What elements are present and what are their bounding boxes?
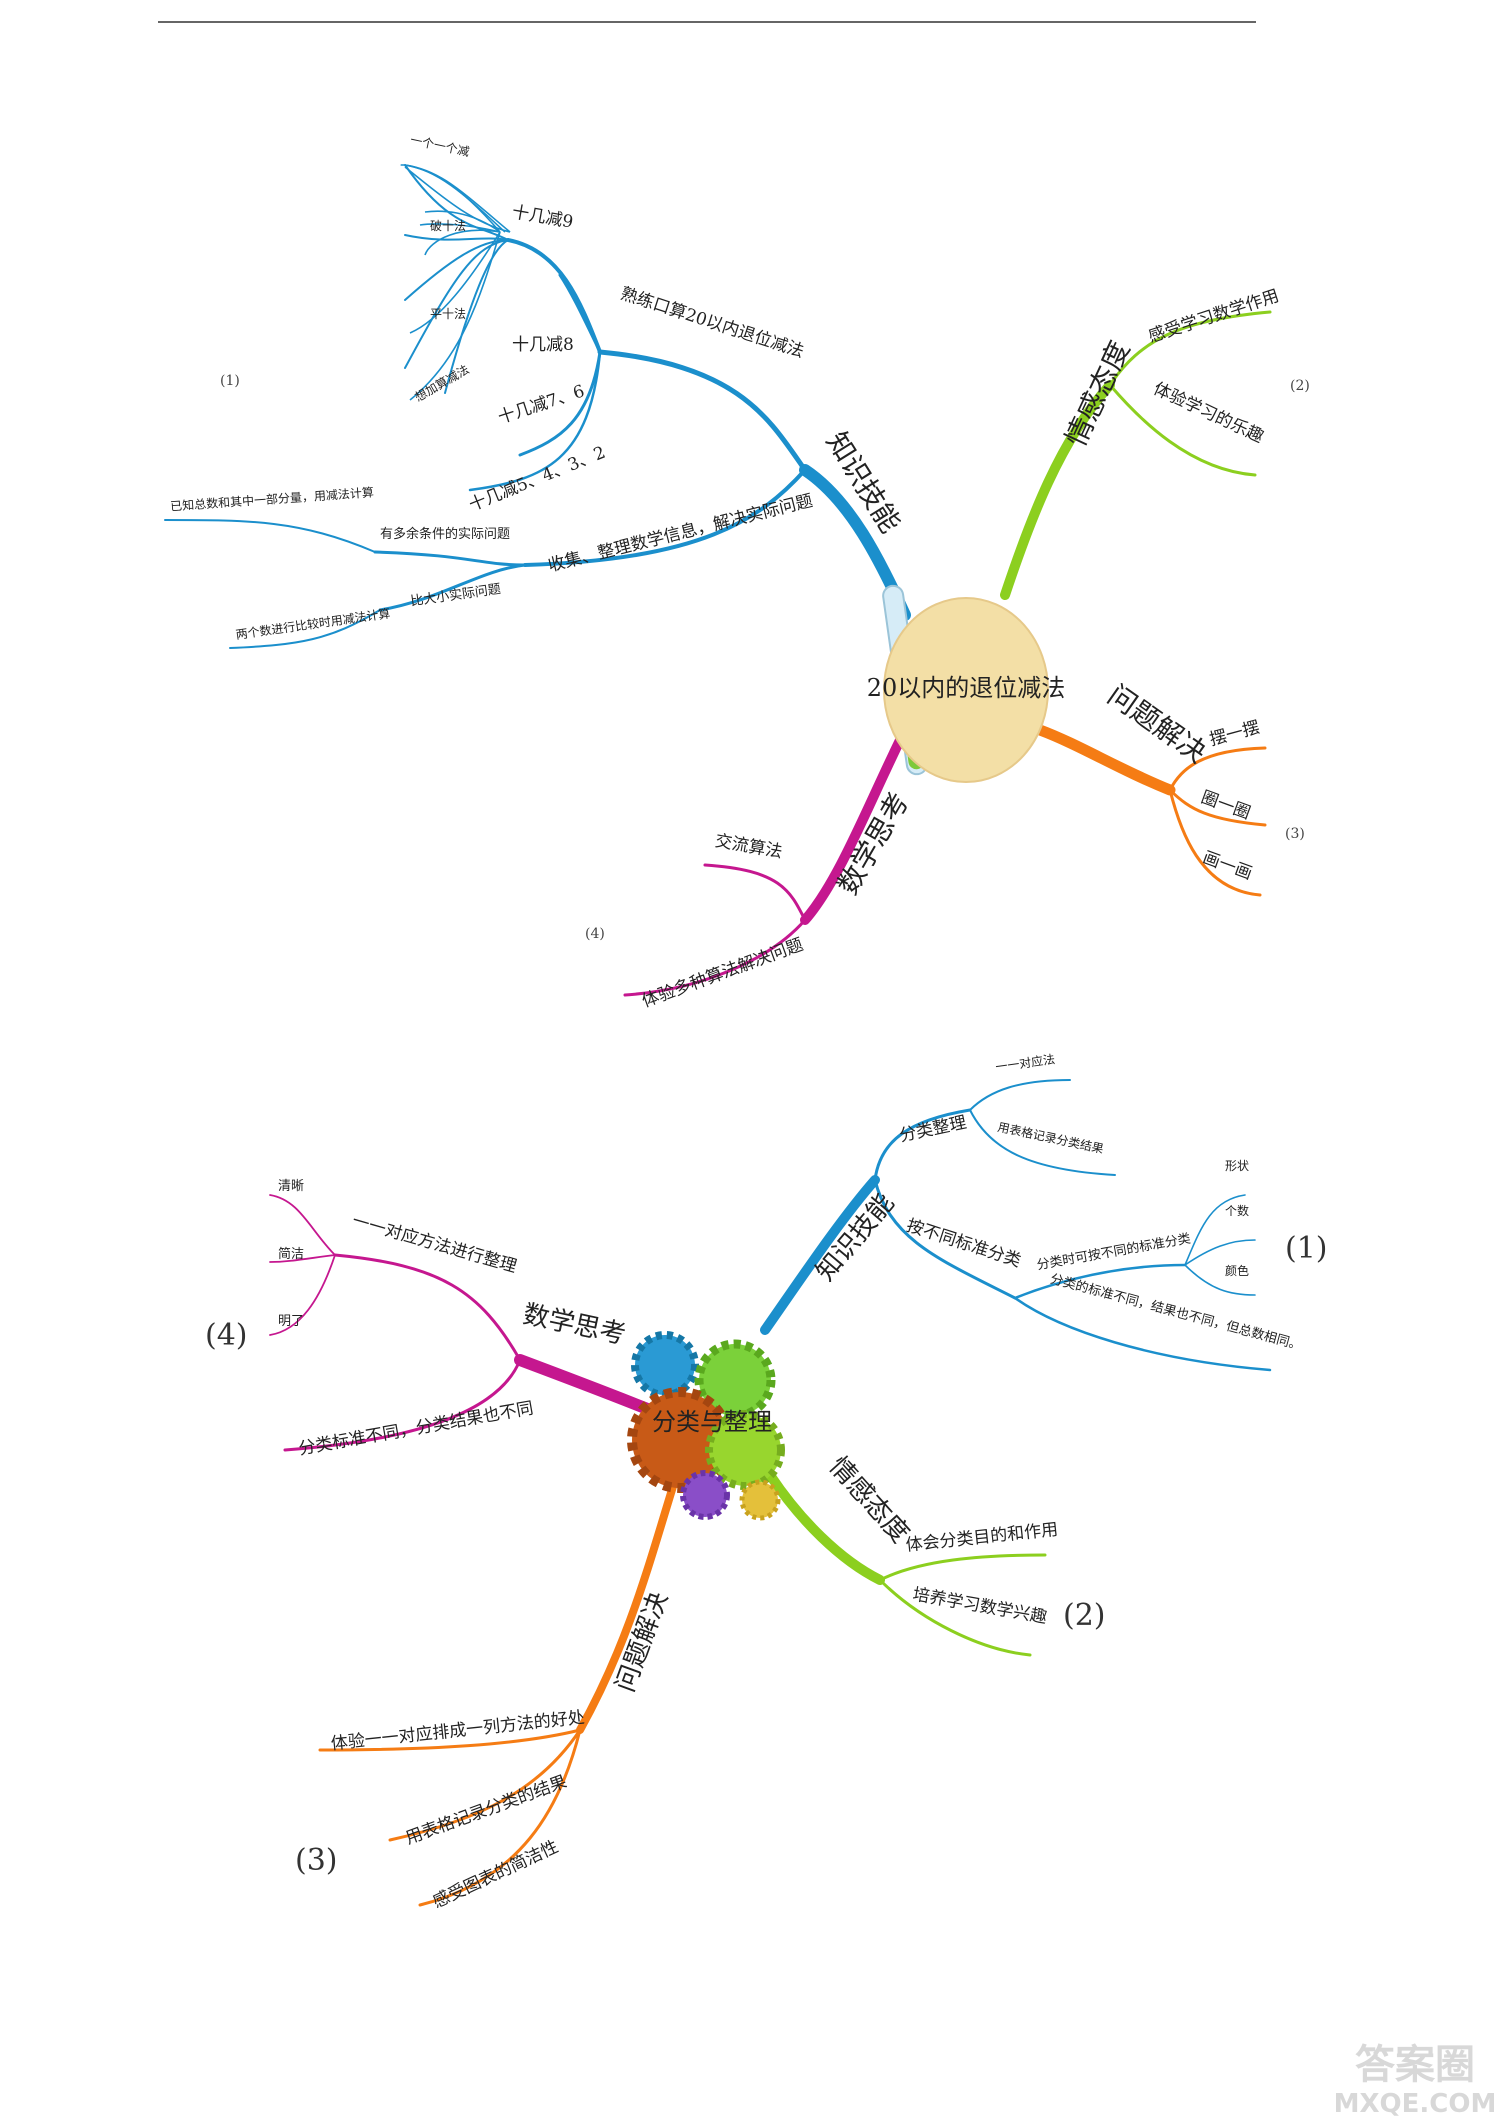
center-node-bubble — [883, 597, 1049, 783]
node2-one-to-one-arrange: 一一对应方法进行整理 — [350, 1211, 519, 1277]
node-flat-ten: 平十法 — [430, 307, 466, 321]
branch-knowledge: 知识技能 — [820, 426, 907, 538]
marker2-2: (2) — [1063, 1598, 1106, 1633]
node-ten-minus-5432: 十几减5、4、3、2 — [466, 443, 608, 516]
knowledge2-branch-lines — [760, 1079, 1272, 1372]
node-one-by-one: 一个一个减 — [409, 133, 471, 159]
node2-by-standard: 按不同标准分类 — [904, 1216, 1023, 1272]
watermark: 答案圈 MXQE.COM — [1334, 2042, 1497, 2119]
emotion2-branch-lines — [765, 1470, 1047, 1657]
branch2-emotion: 情感态度 — [823, 1452, 915, 1549]
node-multiple: 体验多种算法解决问题 — [639, 935, 806, 1012]
marker2-3: (3) — [295, 1843, 338, 1878]
node-feel-role: 感受学习数学作用 — [1146, 286, 1282, 347]
node2-different-std: 分类时可按不同的标准分类 — [1035, 1230, 1191, 1273]
node-total-part: 已知总数和其中一部分量，用减法计算 — [170, 484, 375, 513]
emotion-branch-lines — [1000, 310, 1272, 600]
marker2-1: (1) — [1285, 1231, 1328, 1266]
center-node: 20以内的退位减法 — [867, 674, 1066, 702]
node2-chart: 感受图表的简洁性 — [430, 1837, 562, 1913]
node-exchange: 交流算法 — [713, 831, 783, 863]
mindmap-2: 分类与整理 知识技能 情感态度 问题解决 数学思考 分类整理 一一对应法 用表格… — [205, 1051, 1328, 1912]
problem2-branch-lines — [318, 1476, 679, 1907]
node2-clear: 清晰 — [278, 1179, 304, 1194]
gears-icon — [627, 1331, 785, 1521]
mindmap-1: 20以内的退位减法 知识技能 情感态度 问题解决 数学思考 熟练口算20以内退位… — [164, 133, 1310, 1012]
marker2-4: (4) — [205, 1318, 248, 1353]
ten-minus-9-twigs — [400, 164, 511, 401]
node2-diff-result: 分类的标准不同，结果也不同，但总数相同。 — [1049, 1271, 1304, 1354]
node-draw: 画一画 — [1200, 848, 1255, 884]
node-ten-minus-9: 十几减9 — [510, 202, 574, 232]
branch2-thinking: 数学思考 — [520, 1299, 628, 1350]
marker-2: (2) — [1290, 378, 1310, 394]
marker-4: (4) — [585, 926, 605, 942]
node2-table-record: 用表格记录分类结果 — [996, 1119, 1105, 1156]
node-two-numbers: 两个数进行比较时用减法计算 — [235, 605, 392, 642]
node-place: 摆一摆 — [1207, 718, 1261, 751]
node2-obvious: 明了 — [278, 1314, 304, 1329]
node-ten-minus-8: 十几减8 — [512, 335, 574, 355]
thinking-branch-lines — [623, 725, 910, 997]
node-collect: 收集、整理数学信息，解决实际问题 — [546, 491, 815, 576]
node2-color: 颜色 — [1225, 1263, 1249, 1278]
branch-emotion: 情感态度 — [1059, 336, 1136, 451]
node2-purpose: 体会分类目的和作用 — [905, 1520, 1059, 1556]
node2-one-to-one: 一一对应法 — [994, 1051, 1056, 1074]
node2-diff-std-result: 分类标准不同，分类结果也不同 — [297, 1398, 535, 1459]
watermark-top: 答案圈 — [1355, 2042, 1475, 2088]
node2-table: 用表格记录分类的结果 — [403, 1772, 570, 1849]
problem-branch-lines — [1034, 724, 1267, 897]
node-break-ten: 破十法 — [430, 218, 466, 233]
thinking2-branch-lines — [269, 1194, 656, 1452]
node-experience-fun: 体验学习的乐趣 — [1150, 379, 1266, 447]
node2-concise: 简洁 — [278, 1246, 304, 1262]
marker-3: (3) — [1285, 826, 1305, 842]
node-oral-calc: 熟练口算20以内退位减法 — [618, 283, 807, 362]
node2-shape: 形状 — [1225, 1159, 1249, 1173]
watermark-bottom: MXQE.COM — [1334, 2089, 1497, 2119]
center-node-2: 分类与整理 — [652, 1408, 772, 1436]
node2-count: 个数 — [1225, 1203, 1249, 1218]
branch-problem: 问题解决 — [1102, 678, 1213, 769]
node-surplus: 有多余条件的实际问题 — [380, 526, 510, 542]
marker-1: (1) — [220, 373, 240, 389]
